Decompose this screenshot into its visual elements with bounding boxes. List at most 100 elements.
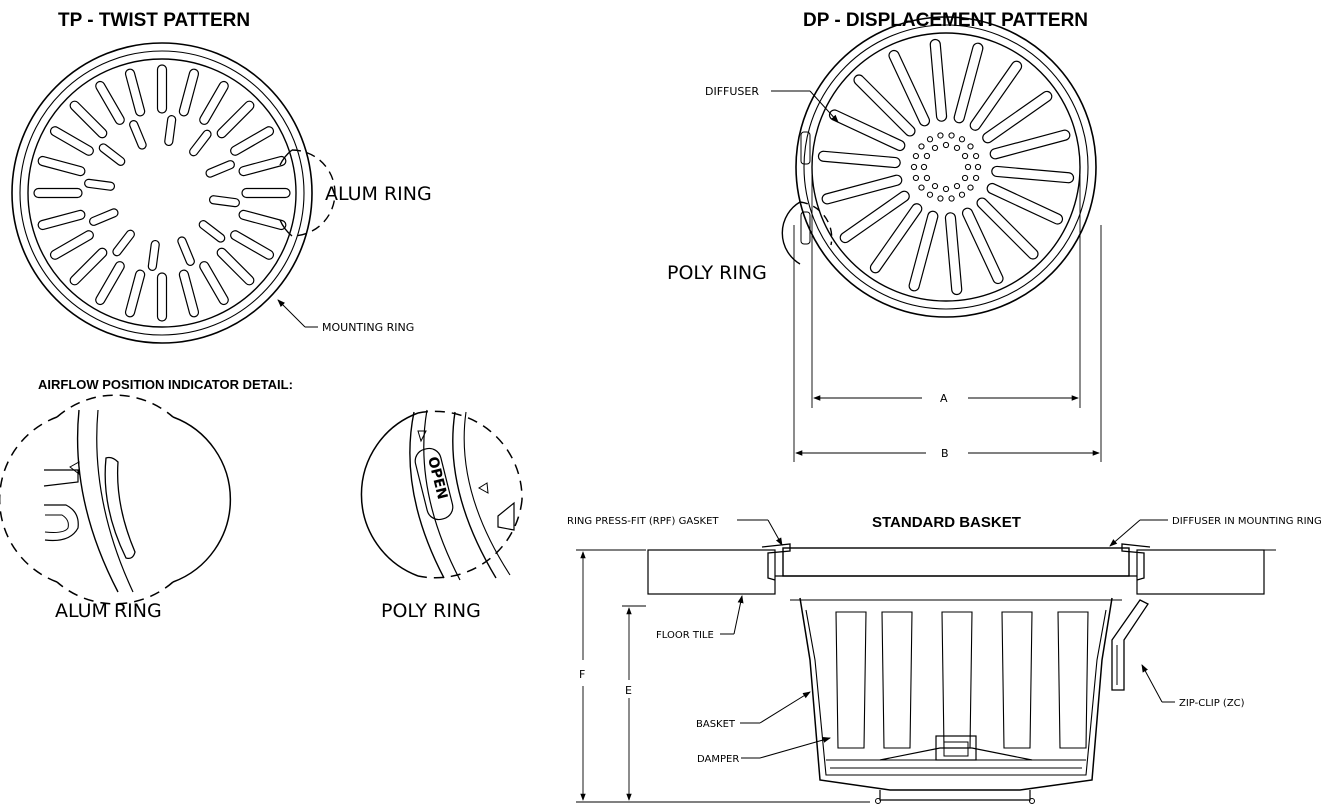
dp-slot xyxy=(991,165,1075,184)
tp-slot xyxy=(124,68,146,117)
airflow-title: AIRFLOW POSITION INDICATOR DETAIL: xyxy=(38,377,293,392)
mounting-ring-label: MOUNTING RING xyxy=(322,321,414,334)
tp-slot xyxy=(69,247,108,286)
basket-title: STANDARD BASKET xyxy=(872,514,1021,531)
zip-clip xyxy=(1111,599,1149,691)
floor-tile-left xyxy=(647,549,776,595)
dp-hole xyxy=(958,136,966,143)
diffuser-plate xyxy=(782,547,1130,577)
basket-slot xyxy=(881,611,913,749)
tp-slot xyxy=(208,195,240,208)
tp-slot xyxy=(178,68,200,117)
dp-hole xyxy=(967,143,974,150)
dp-hole xyxy=(931,182,939,190)
dp-poly-ring-label: POLY RING xyxy=(667,262,767,284)
dp-hole xyxy=(953,182,961,190)
dp-hole xyxy=(948,195,955,202)
dp-slot xyxy=(869,203,923,274)
tp-slot xyxy=(49,126,94,156)
dp-slot xyxy=(853,74,916,137)
tp-alum-ring-label: ALUM RING xyxy=(325,183,432,205)
tp-slot xyxy=(189,129,212,157)
alum-ring-detail-label: ALUM RING xyxy=(55,600,162,622)
dp-hole xyxy=(958,191,966,198)
tp-slot xyxy=(241,187,291,199)
tp-slot xyxy=(84,178,116,191)
basket-slot xyxy=(941,611,973,749)
tp-slot xyxy=(98,143,126,166)
diffuser-label: DIFFUSER xyxy=(705,85,759,98)
rpf-gasket-label: RING PRESS-FIT (RPF) GASKET xyxy=(567,516,719,527)
dp-hole xyxy=(961,174,969,182)
dp-hole xyxy=(953,144,961,152)
dp-hole xyxy=(967,184,974,191)
zip-clip-label: ZIP-CLIP (ZC) xyxy=(1179,698,1245,709)
dp-hole xyxy=(931,144,939,152)
dimension-f-label: F xyxy=(579,668,585,681)
diffuser-in-ring-label: DIFFUSER IN MOUNTING RING xyxy=(1172,516,1322,527)
standard-basket-section xyxy=(647,543,1276,804)
dp-hole xyxy=(910,163,918,171)
dp-hole xyxy=(961,152,969,160)
dp-hole xyxy=(942,141,950,149)
dp-hole xyxy=(912,174,920,182)
tp-slot xyxy=(37,155,86,177)
dp-hole xyxy=(920,163,928,171)
tp-slot xyxy=(49,230,94,260)
tp-slot xyxy=(205,160,235,178)
dp-hole xyxy=(923,174,931,182)
dp-hole xyxy=(918,143,925,150)
dp-hole xyxy=(972,152,980,160)
tp-slot xyxy=(95,80,125,125)
poly-ring-detail-label: POLY RING xyxy=(381,600,481,622)
twist-pattern-diffuser xyxy=(11,42,313,344)
tp-callout-circle xyxy=(291,149,336,237)
basket-slot xyxy=(1001,611,1033,749)
dp-slot xyxy=(828,109,906,152)
tp-title: TP - TWIST PATTERN xyxy=(58,10,250,31)
floor-tile-right xyxy=(1136,549,1265,595)
dimension-e-label: E xyxy=(625,684,632,697)
dp-hole xyxy=(937,132,944,139)
dp-hole xyxy=(926,136,934,143)
dp-center-holes xyxy=(910,132,982,202)
tp-slot xyxy=(69,100,108,139)
dp-slot xyxy=(976,197,1039,260)
tp-slot xyxy=(95,261,125,306)
tp-slot xyxy=(129,120,147,150)
tp-slot xyxy=(112,229,135,257)
tp-slot xyxy=(230,126,275,156)
dp-slot xyxy=(929,38,948,122)
basket-slot xyxy=(835,611,867,749)
dp-hole xyxy=(937,195,944,202)
dimension-a-label: A xyxy=(940,392,948,405)
dp-hole xyxy=(912,152,920,160)
tp-slot xyxy=(178,269,200,318)
damper xyxy=(879,747,1033,761)
dp-slot xyxy=(908,210,939,292)
tp-slot xyxy=(124,269,146,318)
tp-slots xyxy=(33,64,291,322)
tp-slot xyxy=(199,80,229,125)
dp-hole xyxy=(926,191,934,198)
damper-label: DAMPER xyxy=(697,754,739,765)
tp-slot xyxy=(238,209,287,231)
basket-slots xyxy=(835,611,1089,749)
dp-slot xyxy=(986,182,1064,225)
dp-slot xyxy=(821,174,903,205)
dp-hole xyxy=(923,152,931,160)
tp-slot xyxy=(156,64,168,114)
dp-slot xyxy=(839,190,910,244)
dimension-b-label: B xyxy=(941,447,949,460)
dp-slots xyxy=(817,38,1075,296)
displacement-pattern-diffuser xyxy=(795,16,1097,318)
tp-slot xyxy=(156,272,168,322)
tp-slot xyxy=(33,187,83,199)
tp-slot xyxy=(230,230,275,260)
basket-slot xyxy=(1057,611,1089,749)
alum-ring-detail xyxy=(0,394,232,605)
tp-slot xyxy=(147,239,160,271)
tp-slot xyxy=(164,115,177,147)
dp-slot xyxy=(888,49,931,127)
